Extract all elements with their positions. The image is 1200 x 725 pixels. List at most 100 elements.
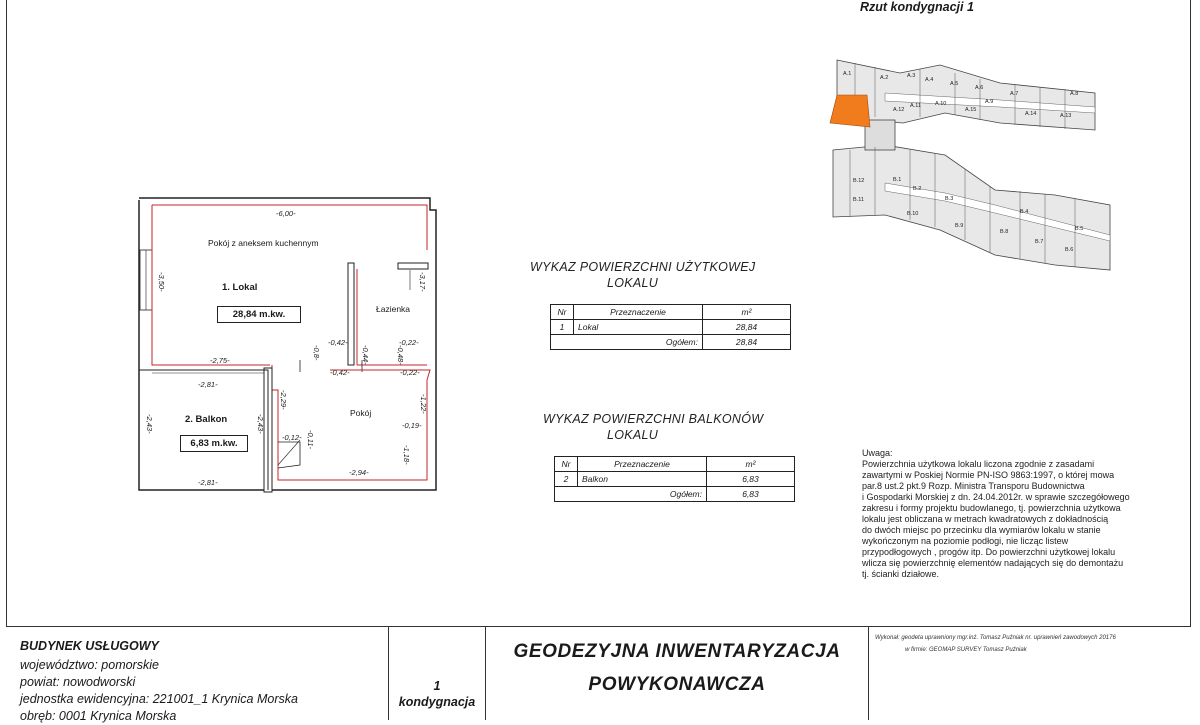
total-label: Ogółem: — [554, 486, 707, 502]
svg-text:A.14: A.14 — [1025, 111, 1036, 117]
dim-room-left: -2,29- — [279, 390, 288, 410]
location-line: obręb: 0001 Krynica Morska — [20, 709, 177, 723]
svg-text:A.15: A.15 — [965, 107, 976, 113]
dim-balcony-right: -2,43- — [256, 414, 265, 434]
svg-text:A.7: A.7 — [1010, 91, 1018, 97]
note-line: wlicza się powierzchnię elementów nadają… — [862, 558, 1124, 568]
author-line: Wykonał: geodeta uprawniony mgr.inż. Tom… — [875, 635, 1116, 641]
unit-lokal-area: 28,84 m.kw. — [217, 306, 301, 323]
note-line: zakresu i formy projektu budowlanego, tj… — [862, 503, 1121, 513]
room-label-bathroom: Łazienka — [376, 304, 411, 314]
col-header-purpose: Przeznaczenie — [577, 456, 707, 472]
cell-nr: 2 — [554, 471, 578, 487]
schedule-lokal-title-1: WYKAZ POWIERZCHNI UŻYTKOWEJ — [530, 260, 756, 274]
svg-text:A.4: A.4 — [925, 77, 933, 83]
svg-text:A.6: A.6 — [975, 85, 983, 91]
footer-storey-block: 1 kondygnacja — [389, 627, 486, 720]
unit-lokal-label: 1. Lokal — [222, 282, 258, 293]
dim-notch-b: -0,11- — [306, 430, 315, 450]
storey-label: kondygnacja — [398, 695, 476, 709]
dim-balcony-bottom: -2,81- — [198, 478, 218, 487]
plan-title: Rzut kondygnacji 1 — [860, 0, 974, 14]
schedule-balkon-title-1: WYKAZ POWIERZCHNI BALKONÓW — [543, 412, 764, 426]
frame-right-border — [1190, 0, 1191, 626]
dim-bath-v1: -0,8- — [312, 345, 321, 361]
svg-text:A.11: A.11 — [910, 103, 921, 109]
frame-left-border — [6, 0, 7, 626]
svg-text:B.12: B.12 — [853, 178, 864, 184]
footer-location-block: BUDYNEK USŁUGOWY województwo: pomorskie … — [6, 627, 389, 723]
dim-room-bottom: -2,94- — [349, 468, 369, 477]
unit-balkon-area: 6,83 m.kw. — [180, 435, 248, 452]
total-label: Ogółem: — [550, 334, 703, 350]
dim-bath-b: -0,22- — [399, 338, 419, 347]
note-heading: Uwaga: — [862, 448, 893, 458]
dim-bath-d: -0,22- — [400, 368, 420, 377]
dim-balcony-top: -2,81- — [198, 380, 218, 389]
dim-balcony-left: -2,43- — [145, 414, 154, 434]
svg-text:B.8: B.8 — [1000, 229, 1008, 235]
note-line: i Gospodarki Morskiej z dn. 24.04.2012r.… — [862, 492, 1130, 502]
svg-text:A.3: A.3 — [907, 73, 915, 79]
room-label-room: Pokój — [350, 408, 372, 418]
location-line: jednostka ewidencyjna: 221001_1 Krynica … — [20, 692, 298, 706]
note-line: wykończonym na poziomie podłogi, nie lic… — [862, 536, 1069, 546]
schedule-lokal-table: Nr Przeznaczenie m² 1 Lokal 28,84 Ogółem… — [550, 304, 791, 350]
svg-text:B.11: B.11 — [853, 197, 864, 203]
dim-room-right1: -1,22- — [419, 394, 428, 414]
dim-top: -6,00- — [276, 209, 296, 218]
dim-left: -3,50- — [157, 272, 166, 292]
cell-area: 6,83 — [706, 471, 795, 487]
dim-notch-a: -0,12- — [282, 433, 302, 442]
unit-balkon-label: 2. Balkon — [185, 414, 228, 425]
svg-text:A.10: A.10 — [935, 101, 946, 107]
total-value: 6,83 — [706, 486, 795, 502]
svg-text:B.7: B.7 — [1035, 239, 1043, 245]
location-line: województwo: pomorskie — [20, 658, 159, 672]
dim-bath-c: -0,42- — [330, 368, 350, 377]
svg-text:A.2: A.2 — [880, 75, 888, 81]
footer-title-block: GEODEZYJNA INWENTARYZACJA POWYKONAWCZA — [486, 627, 869, 720]
dim-room-right2: -0,19- — [402, 421, 422, 430]
svg-text:B.6: B.6 — [1065, 247, 1073, 253]
cell-area: 28,84 — [702, 319, 791, 335]
table-row: 1 Lokal 28,84 — [550, 319, 791, 335]
schedule-lokal-title-2: LOKALU — [607, 276, 659, 290]
total-value: 28,84 — [702, 334, 791, 350]
document-title-line2: POWYKONAWCZA — [588, 674, 766, 695]
storey-number: 1 — [433, 679, 441, 693]
svg-text:A.8: A.8 — [1070, 91, 1078, 97]
col-header-nr: Nr — [550, 304, 574, 320]
dim-bath-a: -0,42- — [328, 338, 348, 347]
cell-purpose: Balkon — [577, 471, 707, 487]
svg-text:B.5: B.5 — [1075, 226, 1083, 232]
note-line: par.8 ust.2 pkt.9 Rozp. Ministra Transpo… — [862, 481, 1085, 491]
svg-text:A.1: A.1 — [843, 71, 851, 77]
svg-text:B.9: B.9 — [955, 223, 963, 229]
svg-text:A.12: A.12 — [893, 107, 904, 113]
document-title-line1: GEODEZYJNA INWENTARYZACJA — [513, 641, 841, 662]
note-line: Powierzchnia użytkowa lokalu liczona zgo… — [862, 459, 1095, 469]
note-line: lokalu jest obliczana w metrach kwadrato… — [862, 514, 1109, 524]
building-type: BUDYNEK USŁUGOWY — [20, 639, 159, 653]
note-block: Uwaga: Powierzchnia użytkowa lokalu licz… — [862, 448, 1162, 580]
cell-nr: 1 — [550, 319, 574, 335]
footer-author-block: Wykonał: geodeta uprawniony mgr.inż. Tom… — [869, 627, 1190, 720]
col-header-nr: Nr — [554, 456, 578, 472]
dim-room-right3: -1,18- — [402, 445, 411, 465]
table-header-row: Nr Przeznaczenie m² — [550, 304, 791, 320]
svg-text:A.5: A.5 — [950, 81, 958, 87]
svg-text:B.1: B.1 — [893, 177, 901, 183]
note-line: do dwóch miejsc po przecinku dla wymiaró… — [862, 525, 1101, 535]
dim-bath-v2: -0,44- — [361, 345, 370, 365]
table-total-row: Ogółem: 28,84 — [550, 334, 791, 350]
table-total-row: Ogółem: 6,83 — [554, 486, 795, 502]
svg-text:B.10: B.10 — [907, 211, 918, 217]
schedule-balkon-title-2: LOKALU — [607, 428, 659, 442]
svg-text:B.4: B.4 — [1020, 209, 1028, 215]
svg-text:B.3: B.3 — [945, 196, 953, 202]
location-line: powiat: nowodworski — [20, 675, 136, 689]
company-line: w firmie: GEOMAP SURVEY Tomasz Puźniak — [905, 647, 1027, 653]
floor-plan-drawing — [138, 197, 437, 493]
